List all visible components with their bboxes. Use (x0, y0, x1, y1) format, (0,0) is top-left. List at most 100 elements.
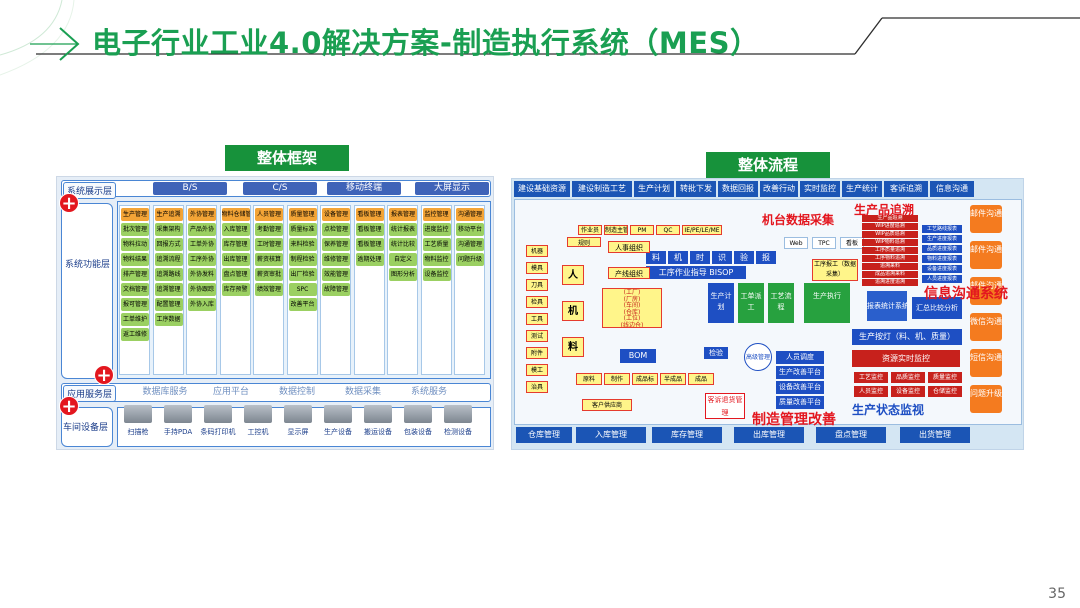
plus-icon: + (59, 396, 79, 416)
module-item: 生产追溯 (154, 208, 183, 221)
module-item: 文档管理 (121, 283, 149, 296)
slide-title: 电子行业工业4.0解决方案-制造执行系统（MES） (92, 26, 760, 60)
device-item: 生产设备 (319, 405, 357, 445)
module-item: 绩效管理 (255, 283, 283, 296)
device-item: 手持PDA (159, 405, 197, 445)
function-layer-box (61, 203, 113, 379)
device-label: 生产设备 (324, 428, 352, 436)
service-item: 系统服务 (410, 387, 447, 397)
module-item: 排产管理 (121, 268, 149, 281)
bottom-tab: 盘点管理 (816, 427, 886, 443)
resource-item: 附件 (526, 347, 548, 359)
module-item: 问题升级 (456, 253, 484, 266)
device-item: 包装设备 (399, 405, 437, 445)
material-item: 制作 (604, 373, 630, 385)
module-item: 工序数据 (154, 313, 183, 326)
device-image (244, 405, 272, 423)
module-item: 薪资审批 (255, 268, 283, 281)
module-item: 回报方式 (154, 238, 183, 251)
capacity-box: 产线组织 (608, 267, 650, 279)
process-diagram: 建设基础资源建设制造工艺生产计划转批下发数据回报改善行动实时监控生产统计客诉追溯… (511, 178, 1024, 450)
display-tag: B/S (153, 182, 227, 195)
data-row-item: 时 (690, 251, 710, 264)
module-item: 制程检验 (288, 253, 317, 266)
bom-box: BOM (620, 349, 656, 363)
device-label: 搬运设备 (364, 428, 392, 436)
material-item: 原料 (576, 373, 602, 385)
service-item: 数据采集 (344, 387, 381, 397)
mlm-item: 机 (562, 301, 584, 321)
bottom-tab: 入库管理 (576, 427, 646, 443)
resource-item: 刀具 (526, 279, 548, 291)
module-column: 人员管理考勤管理工时管理薪资核算薪资审批绩效管理 (253, 205, 284, 375)
role-item: 作业员 (578, 225, 602, 235)
top-tab: 建设基础资源 (514, 181, 570, 197)
sop-box: 工序作业指导 BISOP (646, 266, 746, 279)
module-item: 点检管理 (322, 223, 350, 236)
device-item: 显示屏 (279, 405, 317, 445)
complaint-box: 客诉退货管理 (705, 393, 745, 419)
material-item: 半成品 (660, 373, 686, 385)
module-item: 质量管理 (288, 208, 317, 221)
trace-item: WIP进度追溯 (862, 223, 918, 230)
module-column: 外协管理产品外协工单外协工序外协外协发料外协跟踪外协入库 (186, 205, 217, 375)
report-item: 设备进度报表 (922, 265, 962, 273)
top-tab: 信息沟通 (930, 181, 974, 197)
module-item: 看板管理 (355, 208, 384, 221)
device-item: 扫描枪 (119, 405, 157, 445)
service-item: 数据控制 (278, 387, 315, 397)
top-tab: 生产统计 (842, 181, 882, 197)
module-item: 改善平台 (288, 298, 317, 311)
module-column: 设备管理点检管理保养管理维修管理效能管理故障管理 (320, 205, 351, 375)
data-row-item: 验 (734, 251, 754, 264)
improvement-item: 生产改善平台 (776, 366, 824, 379)
resource-item: 模工 (526, 364, 548, 376)
function-layer-label: 系统功能层 (65, 260, 111, 270)
application-layer-row (61, 383, 491, 402)
mlm-item: 料 (562, 337, 584, 357)
flow-step: 生产计划 (708, 283, 734, 323)
module-column: 沟通管理移动平台沟通管理问题升级 (454, 205, 485, 375)
role-item: IE/PE/LE/ME (682, 225, 722, 235)
module-item: 采集架构 (154, 223, 183, 236)
module-column: 物料仓储管理入库管理库存管理出库管理盘点管理库存预警 (219, 205, 251, 375)
bottom-tab: 库存管理 (652, 427, 722, 443)
workshop-layer-label: 车间设备层 (63, 423, 109, 433)
top-tab: 客诉追溯 (884, 181, 928, 197)
prod-status-label: 生产状态监视 (852, 403, 925, 417)
report-item: 生产进度报表 (922, 235, 962, 243)
top-tab: 数据回报 (718, 181, 758, 197)
module-item: 报表管理 (389, 208, 417, 221)
module-item: 进度监控 (422, 223, 451, 236)
comm-item: 短信沟通 (970, 349, 1002, 377)
device-item: 工控机 (239, 405, 277, 445)
module-item: 外协入库 (188, 298, 216, 311)
org-list: (工厂)(厂房)(车间)(仓库)(工位)(线边仓) (602, 288, 662, 328)
report-item: 物料进度报表 (922, 255, 962, 263)
application-layer-label: 应用服务层 (63, 385, 117, 402)
service-item: 数据库服务 (142, 387, 188, 397)
module-item: 物料仓储管理 (221, 208, 250, 221)
device-image (444, 405, 472, 423)
trace-item: WIP品质追溯 (862, 231, 918, 238)
module-item: 工时管理 (255, 238, 283, 251)
module-item: 物料拉动 (121, 238, 149, 251)
module-item: 物料结果 (121, 253, 149, 266)
top-tab: 改善行动 (760, 181, 798, 197)
comm-item: 邮件沟通 (970, 241, 1002, 269)
plus-icon: + (59, 193, 79, 213)
module-item: 追溯路线 (154, 268, 183, 281)
comm-item: 邮件沟通 (970, 205, 1002, 233)
mfg-improve-label: 制造管理改善 (752, 412, 836, 428)
module-item: 设备监控 (422, 268, 451, 281)
module-column: 生产管理批次管理物料拉动物料结果排产管理文档管理报可管理工单维护返工维修 (119, 205, 150, 375)
check-box: 检验 (704, 347, 728, 359)
device-item: 条码打印机 (199, 405, 237, 445)
org-item: (工厂) (623, 289, 641, 296)
data-row-item: 识 (712, 251, 732, 264)
comm-item: 微信沟通 (970, 313, 1002, 341)
resource-item: 工具 (526, 313, 548, 325)
module-item: 移动平台 (456, 223, 484, 236)
trace-item: 追溯进度追溯 (862, 279, 918, 286)
